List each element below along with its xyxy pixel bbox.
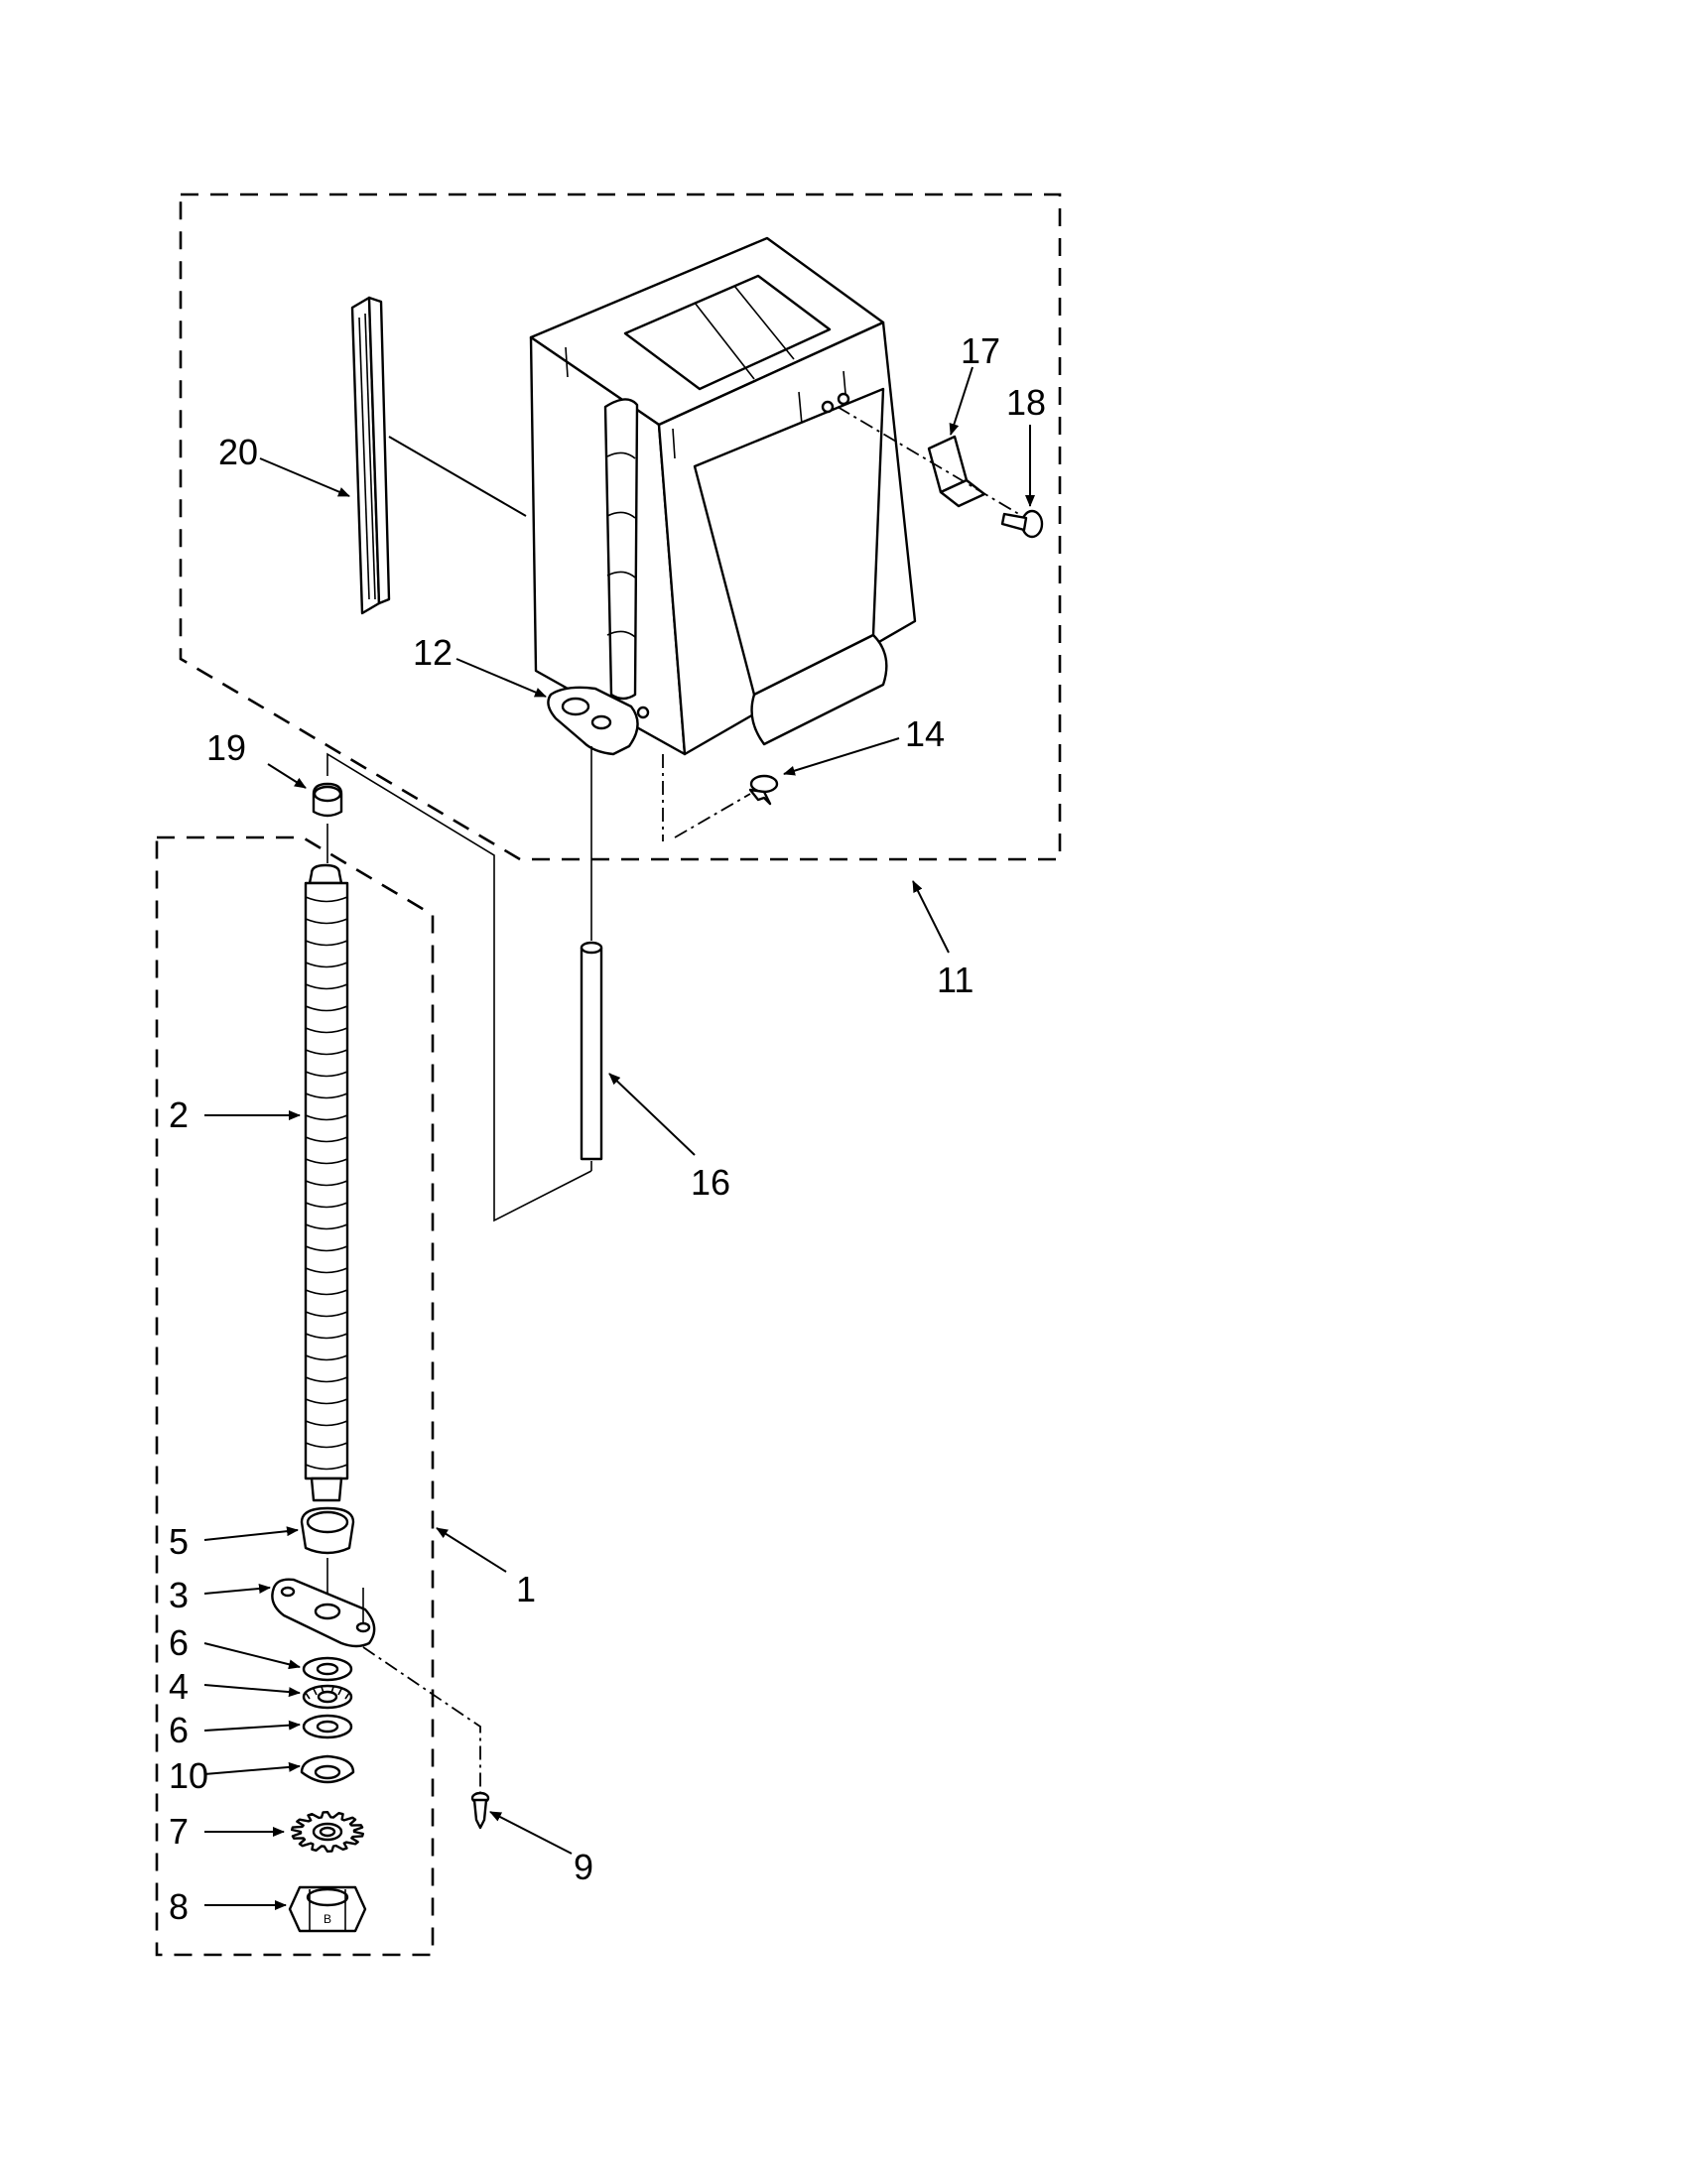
washer-part-6-upper — [302, 1656, 353, 1682]
hex-nut-part-8: B — [288, 1885, 367, 1933]
sprocket-part-7 — [291, 1811, 364, 1853]
cap-part-19 — [312, 782, 343, 818]
callout-17: 17 — [961, 330, 1000, 371]
bushing-part-5 — [300, 1506, 355, 1555]
callout-12: 12 — [413, 632, 453, 673]
callout-3: 3 — [169, 1575, 189, 1615]
callout-18: 18 — [1006, 382, 1046, 423]
callout-7: 7 — [169, 1811, 189, 1852]
bearing-bracket-part-12 — [547, 686, 650, 756]
ice-bucket-housing-part-11 — [529, 236, 917, 756]
callout-14: 14 — [905, 713, 945, 754]
callout-6-lower: 6 — [169, 1710, 189, 1750]
callout-5: 5 — [169, 1521, 189, 1562]
cone-washer-part-9 — [300, 1754, 355, 1784]
callout-1: 1 — [516, 1569, 536, 1609]
screw-part-18 — [1000, 509, 1044, 539]
callout-8: 8 — [169, 1886, 189, 1927]
callout-10: 9 — [574, 1847, 593, 1887]
lock-washer-part-4 — [302, 1684, 353, 1710]
callout-9: 10 — [169, 1755, 208, 1796]
nut-marking: B — [324, 1912, 331, 1926]
callout-labels: 20 12 19 14 17 18 11 16 2 5 3 6 4 6 10 7… — [169, 330, 1046, 1927]
callout-19: 19 — [206, 727, 246, 768]
leader-lines — [203, 366, 1035, 1910]
callout-2: 2 — [169, 1094, 189, 1135]
bracket-clip-part-17 — [927, 435, 986, 508]
leader-20-to-housing — [388, 436, 527, 517]
seal-strip-part-20 — [350, 296, 391, 615]
assembly-1-boundary — [155, 835, 435, 1957]
washer-part-6-lower — [302, 1714, 353, 1739]
connector-3-10 — [362, 1646, 481, 1794]
gasket-plate-part-3 — [271, 1578, 376, 1648]
centerline-14 — [662, 754, 751, 841]
screw-part-10 — [470, 1791, 490, 1830]
centerline-17-18 — [837, 406, 1023, 517]
shaft-part-16 — [580, 941, 603, 1161]
callout-4: 4 — [169, 1666, 189, 1707]
connector-19-16 — [326, 752, 592, 1222]
callout-16: 16 — [691, 1162, 730, 1203]
auger-shaft-part-2 — [304, 863, 349, 1502]
callout-11: 11 — [937, 960, 974, 1000]
callout-20: 20 — [218, 432, 258, 472]
screw-part-14 — [748, 774, 779, 806]
callout-6-upper: 6 — [169, 1622, 189, 1663]
